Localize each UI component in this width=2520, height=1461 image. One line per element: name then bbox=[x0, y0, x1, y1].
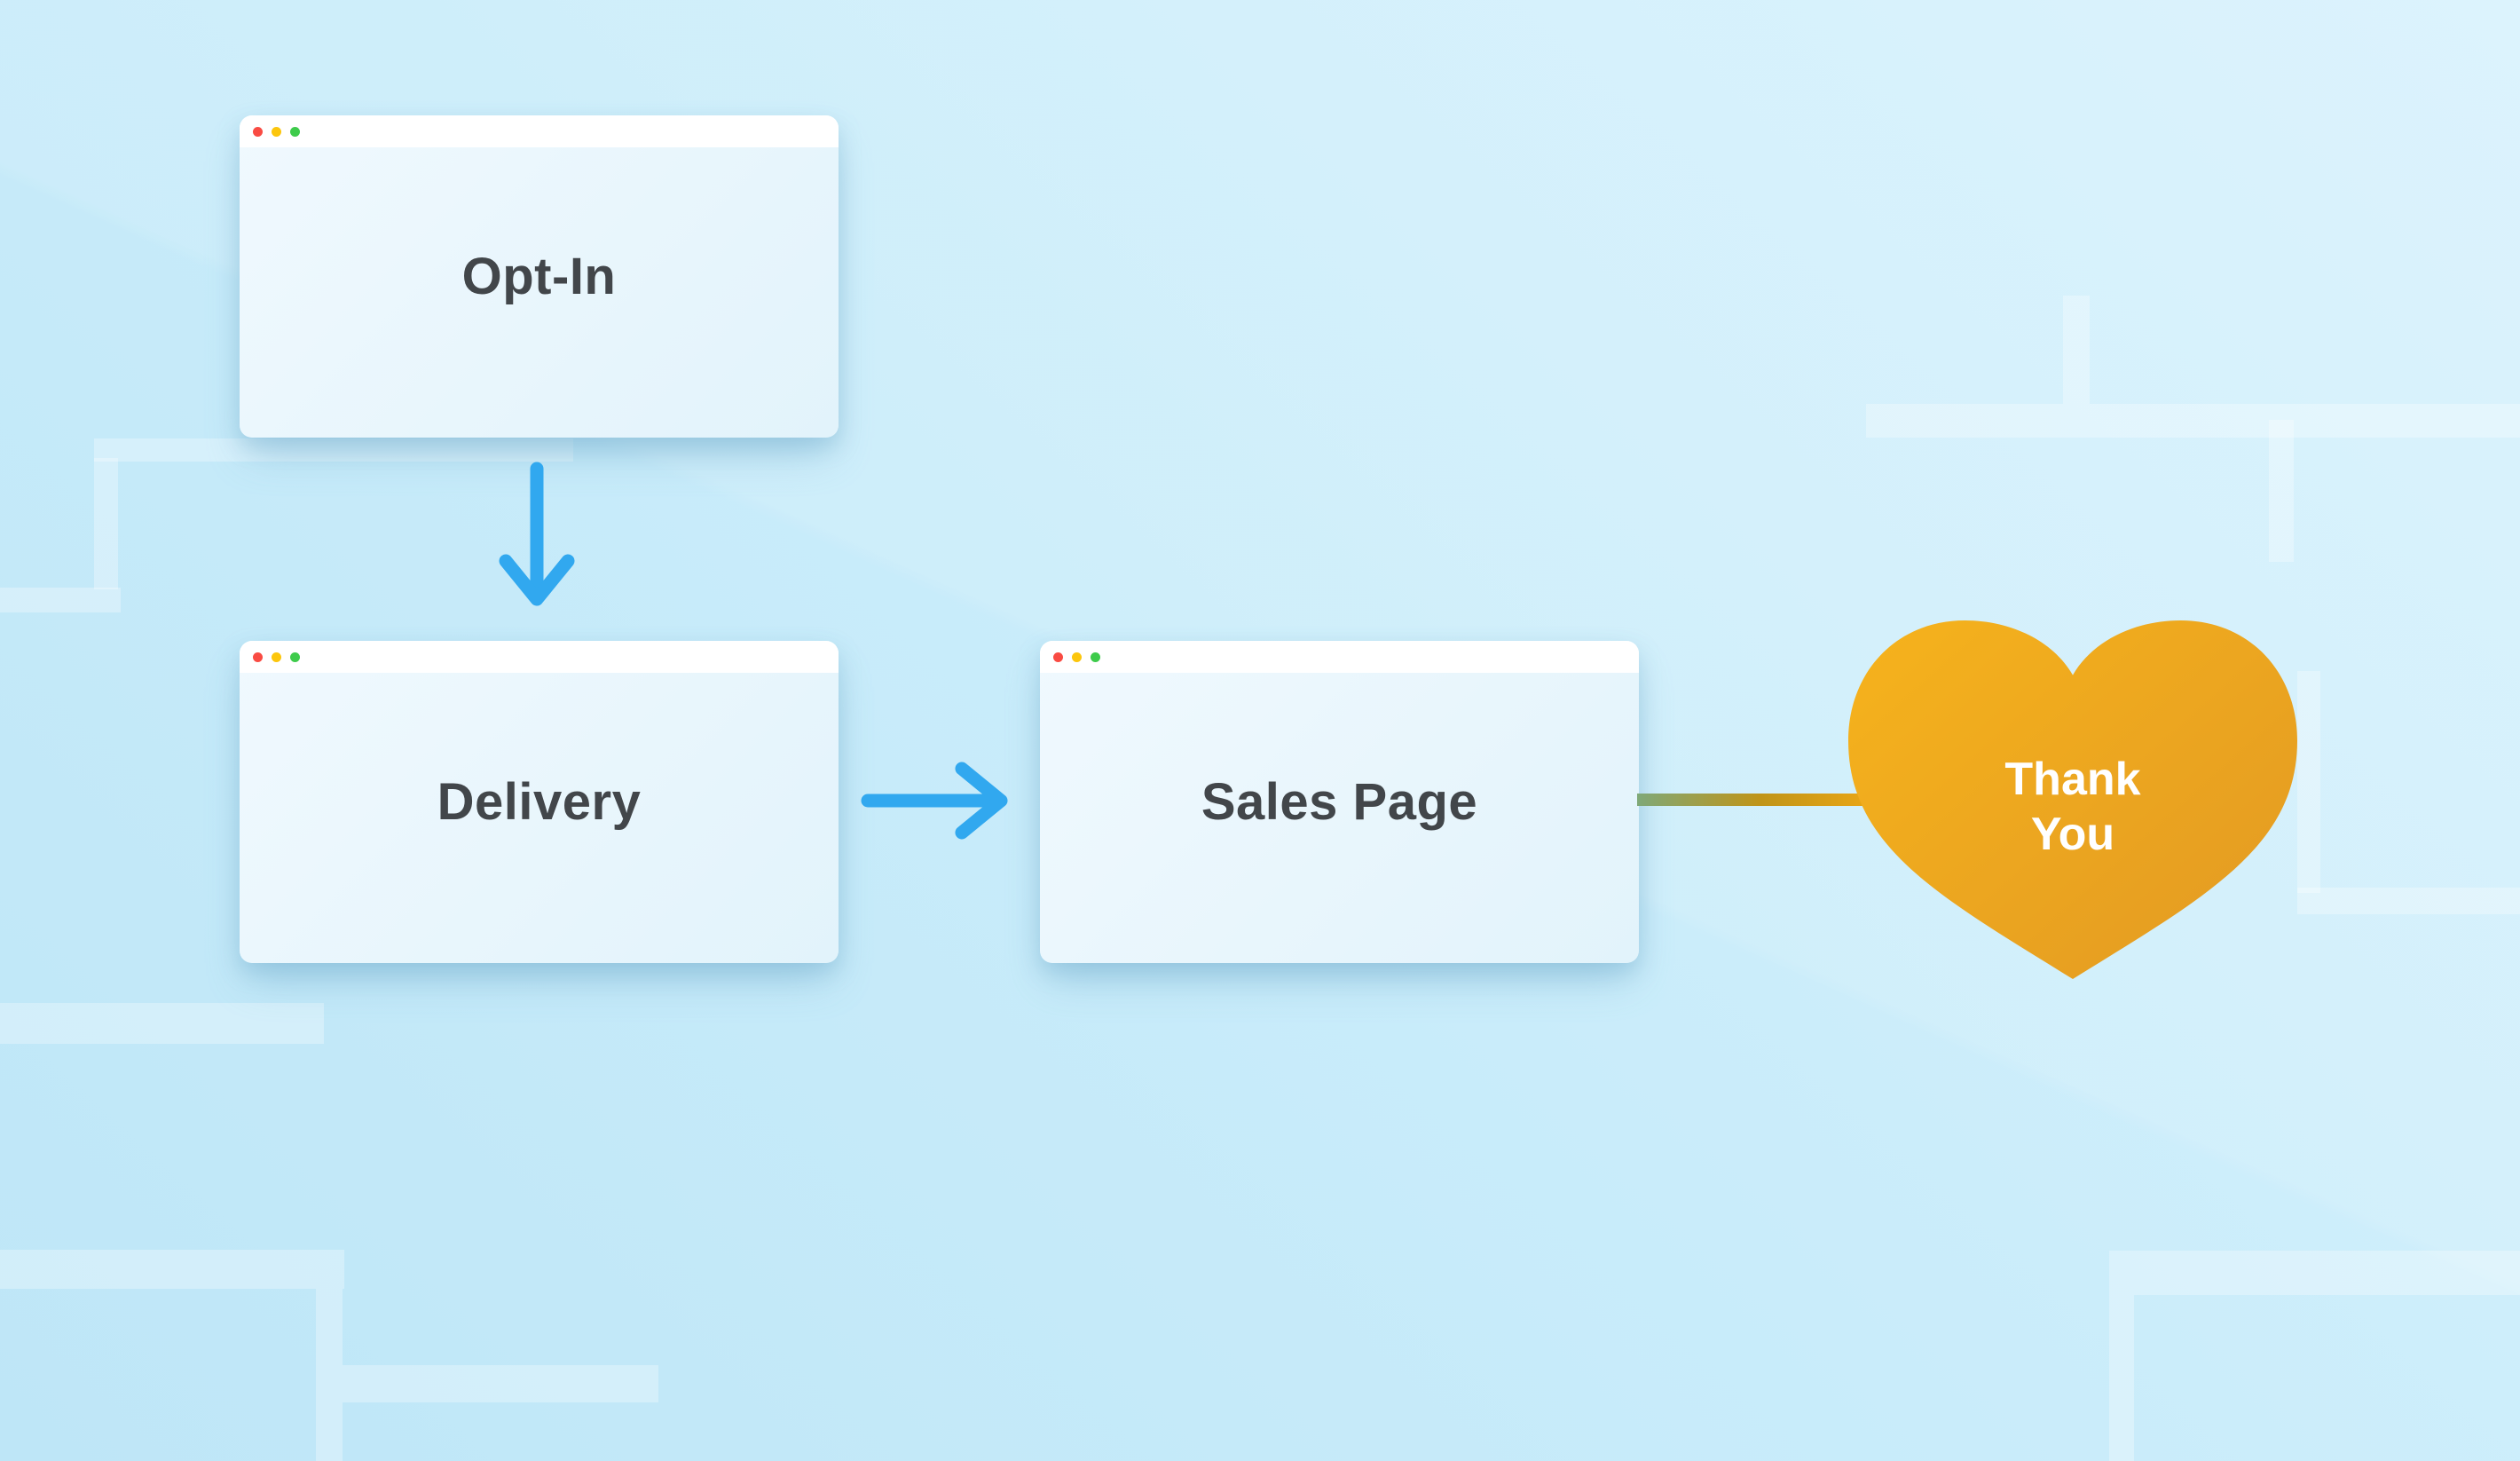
funnel-step-sales-page: Sales Page bbox=[1040, 641, 1639, 963]
sales-to-thankyou-connector-line bbox=[1637, 794, 1912, 806]
bg-decor-bar bbox=[2297, 888, 2520, 914]
step-label-delivery: Delivery bbox=[437, 773, 642, 831]
bg-decor-bar bbox=[0, 1250, 344, 1289]
bg-decor-bar bbox=[94, 458, 118, 589]
arrow-down-icon bbox=[497, 460, 577, 612]
heart-label: Thank You bbox=[1848, 752, 2297, 862]
funnel-step-delivery: Delivery bbox=[240, 641, 839, 963]
funnel-step-opt-in: Opt-In bbox=[240, 115, 839, 438]
window-close-dot-icon bbox=[253, 126, 263, 137]
window-titlebar bbox=[240, 641, 839, 673]
heart-label-line-1: Thank bbox=[2004, 754, 2141, 806]
bg-decor-bar bbox=[2269, 420, 2294, 562]
bg-decor-bar bbox=[1866, 404, 2520, 438]
bg-decor-bar bbox=[2109, 1295, 2134, 1461]
window-zoom-dot-icon bbox=[290, 652, 300, 662]
bg-decor-bar bbox=[2297, 671, 2320, 893]
window-minimize-dot-icon bbox=[1072, 652, 1082, 662]
window-titlebar bbox=[1040, 641, 1639, 673]
window-titlebar bbox=[240, 115, 839, 147]
step-label-sales-page: Sales Page bbox=[1201, 773, 1478, 831]
arrow-right-icon bbox=[859, 762, 1019, 840]
bg-decor-bar bbox=[343, 1365, 658, 1402]
window-close-dot-icon bbox=[253, 652, 263, 662]
bg-decor-bar bbox=[94, 438, 573, 462]
heart-icon bbox=[1848, 620, 2297, 979]
bg-decor-bar bbox=[316, 1289, 343, 1461]
step-label-opt-in: Opt-In bbox=[461, 248, 617, 305]
window-minimize-dot-icon bbox=[272, 126, 281, 137]
bg-decor-bar bbox=[2109, 1251, 2520, 1295]
window-close-dot-icon bbox=[1053, 652, 1063, 662]
window-zoom-dot-icon bbox=[1091, 652, 1100, 662]
funnel-step-thank-you: Thank You bbox=[1848, 620, 2297, 979]
window-minimize-dot-icon bbox=[272, 652, 281, 662]
heart-label-line-2: You bbox=[2030, 809, 2115, 861]
bg-decor-bar bbox=[2063, 296, 2090, 404]
bg-decor-bar bbox=[0, 1003, 324, 1044]
bg-decor-bar bbox=[0, 588, 121, 612]
window-zoom-dot-icon bbox=[290, 126, 300, 137]
